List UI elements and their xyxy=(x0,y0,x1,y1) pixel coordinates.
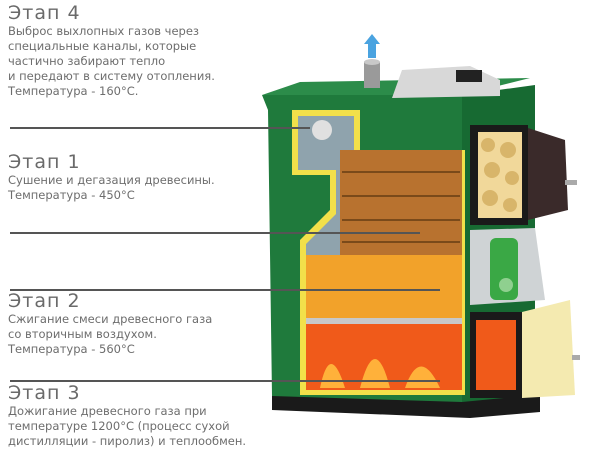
loading-door-open xyxy=(528,128,568,220)
control-display xyxy=(456,70,482,82)
pointer-line xyxy=(10,232,420,234)
fan-pipe xyxy=(312,120,332,140)
wood-logs xyxy=(340,150,462,255)
stage-title: Этап 2 xyxy=(8,290,81,312)
chimney xyxy=(364,62,380,88)
control-panel xyxy=(392,66,500,98)
stage-title: Этап 4 xyxy=(8,2,81,24)
stage-3: Этап 3 Дожигание древесного газа при тем… xyxy=(8,382,246,449)
stage-4: Этап 4 Выброс выхлопных газов через спец… xyxy=(8,2,215,99)
stage-description: Сжигание смеси древесного газа со вторич… xyxy=(8,312,213,356)
stage-title: Этап 1 xyxy=(8,151,81,173)
stage-description: Выброс выхлопных газов через специальные… xyxy=(8,24,215,98)
stage-1: Этап 1 Сушение и дегазация древесины. Те… xyxy=(8,151,215,203)
boiler-base xyxy=(272,392,540,418)
pointer-line xyxy=(10,127,310,129)
stage-title: Этап 3 xyxy=(8,382,81,404)
stage-description: Дожигание древесного газа при температур… xyxy=(8,404,247,448)
pointer-line xyxy=(10,380,440,382)
pointer-line xyxy=(10,289,440,291)
stage-description: Сушение и дегазация древесины. Температу… xyxy=(8,173,215,202)
ash-door-open xyxy=(522,300,575,398)
door-handle xyxy=(565,180,577,185)
gasification-chamber xyxy=(306,255,462,320)
fan-rotor xyxy=(499,278,513,292)
exhaust-arrow-icon xyxy=(364,34,380,58)
stage-2: Этап 2 Сжигание смеси древесного газа со… xyxy=(8,290,212,357)
